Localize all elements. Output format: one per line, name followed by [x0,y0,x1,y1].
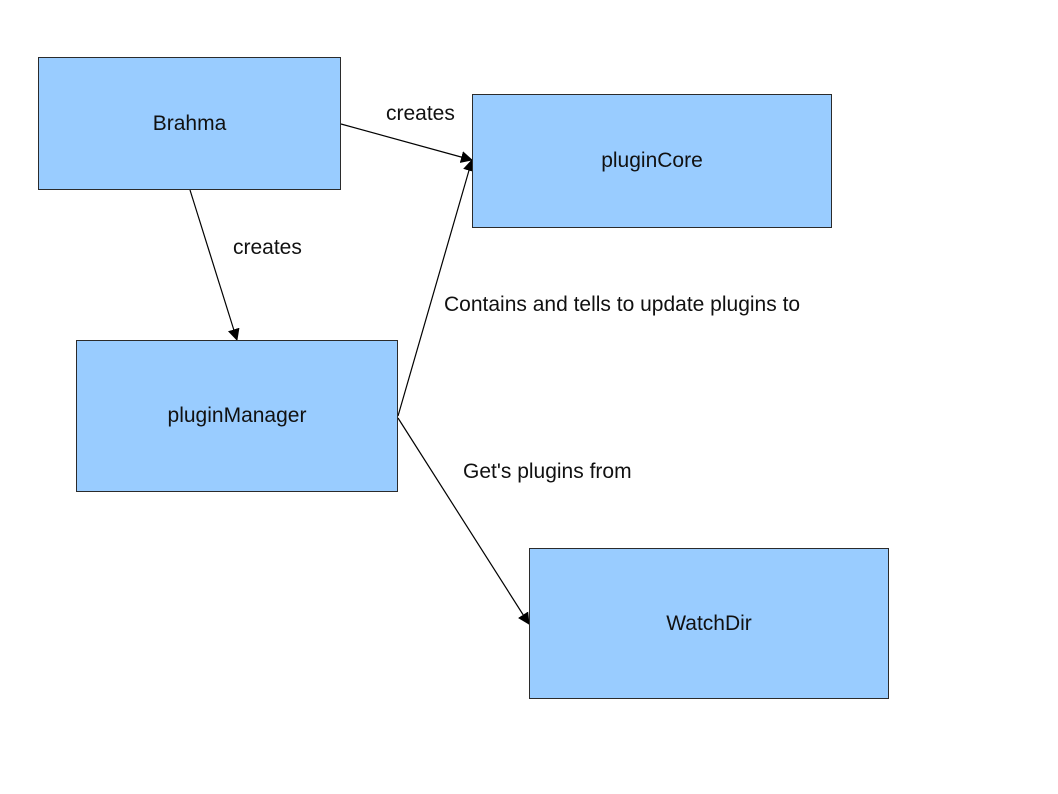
node-watch-dir-label: WatchDir [666,611,752,635]
edge-label-brahma-to-plugin-core: creates [386,102,455,125]
edge-label-plugin-manager-to-plugin-core: Contains and tells to update plugins to [444,293,801,316]
edge-plugin-manager-to-watch-dir [397,417,530,625]
edge-brahma-to-plugin-core [340,123,473,163]
node-plugin-core-label: pluginCore [601,149,703,172]
node-plugin-manager-label: pluginManager [167,404,307,427]
node-plugin-core: pluginCore [472,94,832,228]
node-brahma: Brahma [38,57,341,190]
edge-plugin-manager-to-plugin-core [397,159,475,417]
edge-label-plugin-manager-to-watch-dir: Get's plugins from [463,460,632,483]
node-plugin-manager: pluginManager [76,340,398,492]
edge-brahma-to-plugin-manager [189,189,240,341]
node-brahma-label: Brahma [152,111,227,135]
node-watch-dir: WatchDir [529,548,889,699]
edge-label-brahma-to-plugin-manager: creates [233,236,302,259]
